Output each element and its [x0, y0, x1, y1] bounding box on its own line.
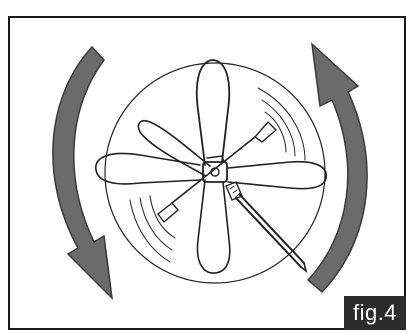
rotation-arrow-left-icon — [52, 45, 114, 301]
rotation-arrow-right-icon — [306, 42, 368, 294]
spinning-propeller-icon — [95, 59, 327, 284]
figure-label: fig.4 — [344, 296, 406, 330]
